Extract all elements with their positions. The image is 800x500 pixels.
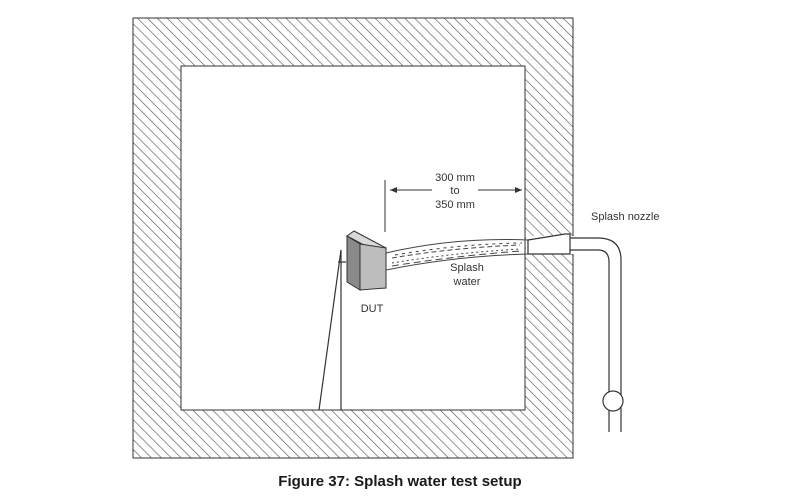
- distance-label-line1: 300 mm: [435, 172, 475, 184]
- splash-test-diagram: 300 mm to 350 mm Splash nozzle Splash wa…: [132, 17, 660, 459]
- valve-icon: [602, 390, 624, 412]
- chamber-wall: [132, 17, 574, 459]
- water-label-line1: Splash: [450, 262, 484, 274]
- water-label-line2: water: [453, 276, 481, 288]
- dut-label: DUT: [361, 303, 384, 315]
- splash-water-stream: [385, 239, 529, 271]
- figure-caption: Figure 37: Splash water test setup: [278, 473, 522, 490]
- supply-pipe: [570, 237, 622, 432]
- splash-nozzle: [527, 233, 571, 255]
- distance-dimension: [384, 180, 522, 232]
- distance-label-line2: to: [450, 185, 459, 197]
- dut-stand: [318, 249, 346, 411]
- nozzle-label: Splash nozzle: [591, 211, 660, 223]
- dut-box: [346, 230, 387, 291]
- distance-label-line3: 350 mm: [435, 199, 475, 211]
